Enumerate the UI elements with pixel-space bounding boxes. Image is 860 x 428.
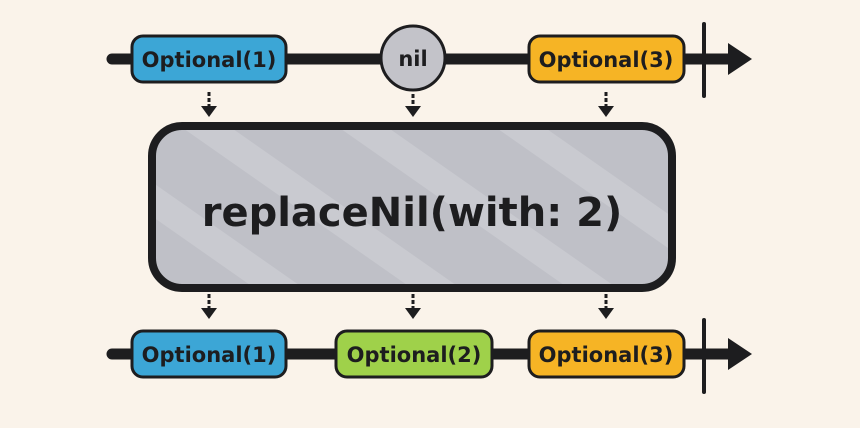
operator-box: replaceNil(with: 2) [148,122,676,292]
input-marble-3-shape [527,34,686,84]
input-arrowhead-2 [405,106,421,117]
output-marble-1-label: Optional(1) [142,343,277,367]
output-marble-1: Optional(1) [130,329,288,379]
input-marble-2-shape [379,24,447,92]
input-timeline-arrowhead [728,43,752,75]
output-arrows [201,294,614,319]
output-marble-3-label: Optional(3) [539,343,674,367]
output-arrowhead-2 [405,308,421,319]
input-marble-2-label: nil [398,47,427,71]
output-marble-2: Optional(2) [334,329,494,379]
output-marble-1-shape [130,329,288,379]
input-marble-2: nil [379,24,447,92]
input-marble-1-label: Optional(1) [142,48,277,72]
output-timeline-arrowhead [728,338,752,370]
output-arrowhead-1 [201,308,217,319]
input-marble-3-label: Optional(3) [539,48,674,72]
output-marble-2-label: Optional(2) [347,343,482,367]
input-arrowhead-1 [201,106,217,117]
input-marble-1-shape [130,34,288,84]
output-marble-2-shape [334,329,494,379]
input-arrows [201,92,614,117]
output-marble-3-shape [527,329,686,379]
output-marble-3: Optional(3) [527,329,686,379]
input-arrowhead-3 [598,106,614,117]
input-marble-3: Optional(3) [527,34,686,84]
input-marble-1: Optional(1) [130,34,288,84]
operator-box-stripes [156,130,668,284]
operator-label: replaceNil(with: 2) [202,190,623,236]
output-arrowhead-3 [598,308,614,319]
